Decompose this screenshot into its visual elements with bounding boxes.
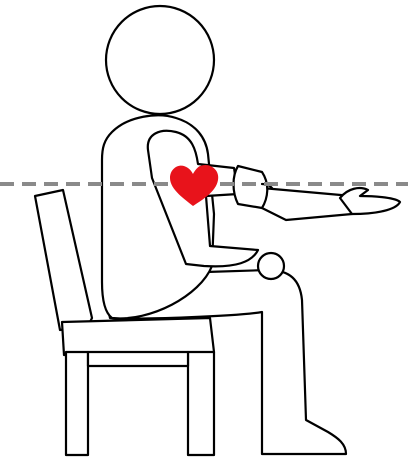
chair-crossbar bbox=[88, 352, 188, 366]
chair-backrest bbox=[35, 190, 92, 330]
chair-front-leg bbox=[188, 352, 214, 455]
arm bbox=[148, 131, 400, 279]
head bbox=[106, 6, 214, 114]
resting-hand bbox=[258, 253, 284, 279]
forearm bbox=[262, 188, 352, 220]
hand bbox=[340, 188, 400, 214]
chair-back-leg bbox=[66, 352, 88, 455]
chair-seat bbox=[62, 318, 214, 355]
cuff-band bbox=[234, 166, 268, 208]
